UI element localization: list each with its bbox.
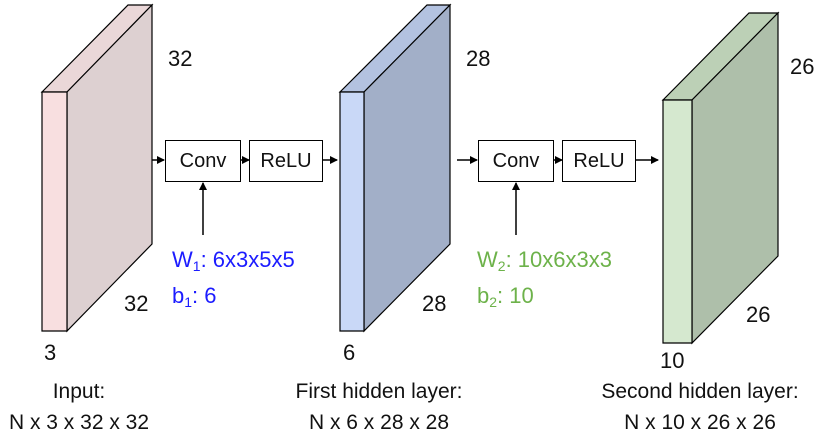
hidden2-caption: Second hidden layer: N x 10 x 26 x 26 [584, 381, 816, 433]
hidden2-depth-label: 10 [660, 348, 685, 373]
relu1-label: ReLU [260, 149, 312, 172]
input-depth-label: 3 [44, 340, 57, 365]
input-caption-shape: N x 3 x 32 x 32 [8, 411, 150, 434]
hidden2-caption-title: Second hidden layer: [601, 380, 799, 403]
conv2-box: Conv [478, 140, 554, 182]
hidden1-width-label: 28 [422, 291, 447, 316]
second-hidden-volume [661, 11, 780, 345]
input-caption-title: Input: [52, 380, 106, 403]
hidden1-caption: First hidden layer: N x 6 x 28 x 28 [278, 381, 480, 433]
relu2-label: ReLU [573, 149, 625, 172]
hidden2-width-label: 26 [746, 302, 771, 327]
hidden1-height-label: 28 [466, 46, 491, 71]
relu2-box: ReLU [562, 140, 636, 182]
conv2-label: Conv [492, 149, 540, 172]
bias2-label: b2: 10 [477, 283, 534, 310]
first-hidden-volume [338, 3, 452, 333]
second-hidden-volume-front [662, 99, 693, 344]
bias1-label: b1: 6 [172, 283, 217, 310]
input-caption: Input: N x 3 x 32 x 32 [0, 381, 158, 433]
hidden2-height-label: 26 [790, 54, 815, 79]
conv1-box: Conv [165, 140, 241, 182]
hidden2-caption-shape: N x 10 x 26 x 26 [624, 411, 776, 434]
conv1-label: Conv [179, 149, 227, 172]
input-height-label: 32 [168, 46, 193, 71]
relu1-box: ReLU [249, 140, 323, 182]
input-volume [40, 3, 154, 333]
weights1-label: W1: 6x3x5x5 [172, 247, 295, 274]
first-hidden-volume-front [339, 91, 365, 332]
hidden1-depth-label: 6 [343, 340, 356, 365]
first-hidden-volume-side [363, 3, 451, 333]
weights2-label: W2: 10x6x3x3 [477, 247, 612, 274]
input-width-label: 32 [124, 291, 149, 316]
input-volume-front [41, 91, 68, 332]
hidden1-caption-title: First hidden layer: [295, 380, 463, 403]
hidden1-caption-shape: N x 6 x 28 x 28 [308, 411, 450, 434]
